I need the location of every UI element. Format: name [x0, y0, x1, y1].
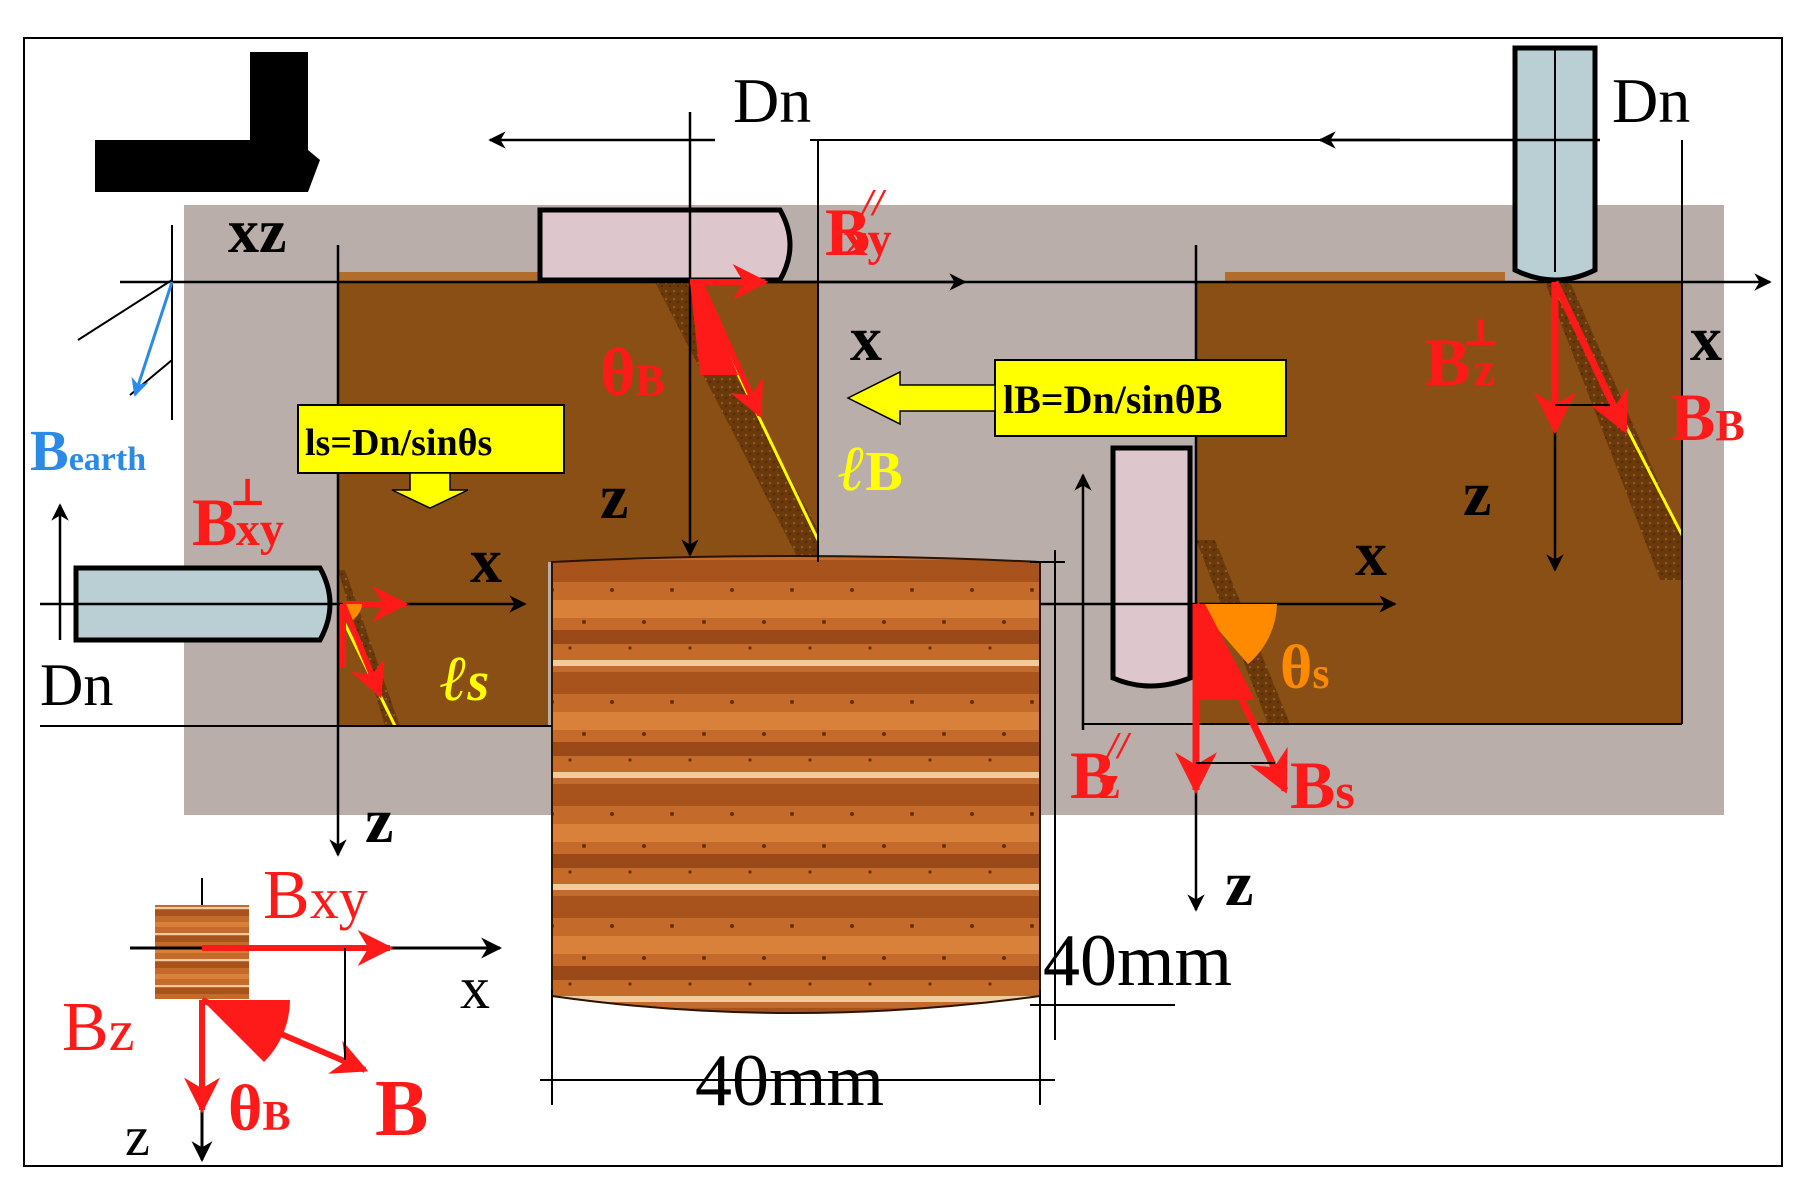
legend-cylinder	[155, 905, 249, 999]
label-b-s: Bs	[1290, 747, 1355, 823]
label-x-right-top: x	[1690, 303, 1722, 374]
formula-box-s	[297, 404, 565, 474]
label-z-middle: z	[1225, 848, 1253, 919]
earth-guide-diagonal	[77, 279, 173, 341]
b-s-arrow-right	[1192, 602, 1289, 794]
label-ell-s: ℓs	[440, 643, 489, 714]
dim-height-text: 40mm	[1043, 920, 1232, 1002]
b-s-arrow-left	[340, 602, 385, 699]
legend-z-label: z	[125, 1106, 150, 1168]
legend-theta-wedge	[202, 1000, 290, 1062]
legend-x-label: x	[460, 955, 490, 1021]
formula-b-text: lB=Dn/sinθB	[1003, 377, 1222, 422]
surface-texture-right	[1225, 272, 1505, 282]
theta-b-wedge	[690, 282, 738, 375]
legend-b-arrow	[200, 997, 369, 1074]
dim-width-text: 40mm	[695, 1040, 884, 1122]
label-bz-perp: B⊥z	[1425, 312, 1499, 400]
label-z-right: z	[1463, 458, 1491, 529]
legend-bz-label: Bz	[62, 989, 134, 1066]
label-x-middle-right: x	[1355, 518, 1387, 589]
label-ell-b: ℓB	[838, 433, 903, 504]
b-earth-arrow	[131, 281, 174, 397]
b-b-arrow-right	[1551, 280, 1629, 434]
black-block	[95, 52, 320, 192]
label-theta-s: θs	[1280, 634, 1330, 702]
probe-middle-vertical	[1110, 445, 1193, 689]
label-dn-top-right: Dn	[1612, 65, 1690, 136]
surface-texture-left	[338, 272, 538, 282]
label-xz: xz	[228, 198, 287, 266]
theta-s-wedge-right	[1196, 604, 1277, 664]
formula-s-text: ls=Dn/sinθs	[305, 422, 492, 464]
label-b-b: BB	[1670, 379, 1745, 455]
formula-box-b	[994, 359, 1287, 437]
label-x-left: x	[470, 525, 502, 596]
label-bz-parallel: B//z	[1070, 725, 1132, 813]
legend-theta-label: θB	[228, 1072, 290, 1145]
label-bxy-perp: B⊥xy	[192, 472, 284, 560]
legend-b-label: B	[375, 1065, 428, 1153]
sample-cylinder	[551, 555, 1041, 1014]
probe-top-horizontal	[537, 207, 793, 283]
legend-bxy-label: Bxy	[263, 857, 368, 934]
label-theta-b: θB	[600, 334, 665, 410]
formula-arrow-b	[846, 370, 996, 426]
label-x-top: x	[850, 303, 882, 374]
stripe-top	[655, 282, 818, 562]
label-dn-left: Dn	[40, 652, 113, 718]
label-z-left: z	[365, 785, 393, 856]
label-b-earth: Bearth	[30, 418, 146, 483]
b-b-arrow-top	[697, 280, 764, 419]
formula-arrow-s	[391, 472, 469, 509]
label-dn-top-left: Dn	[733, 65, 811, 136]
label-bxy-parallel: B//xy	[825, 182, 891, 270]
label-z-top: z	[600, 461, 628, 532]
